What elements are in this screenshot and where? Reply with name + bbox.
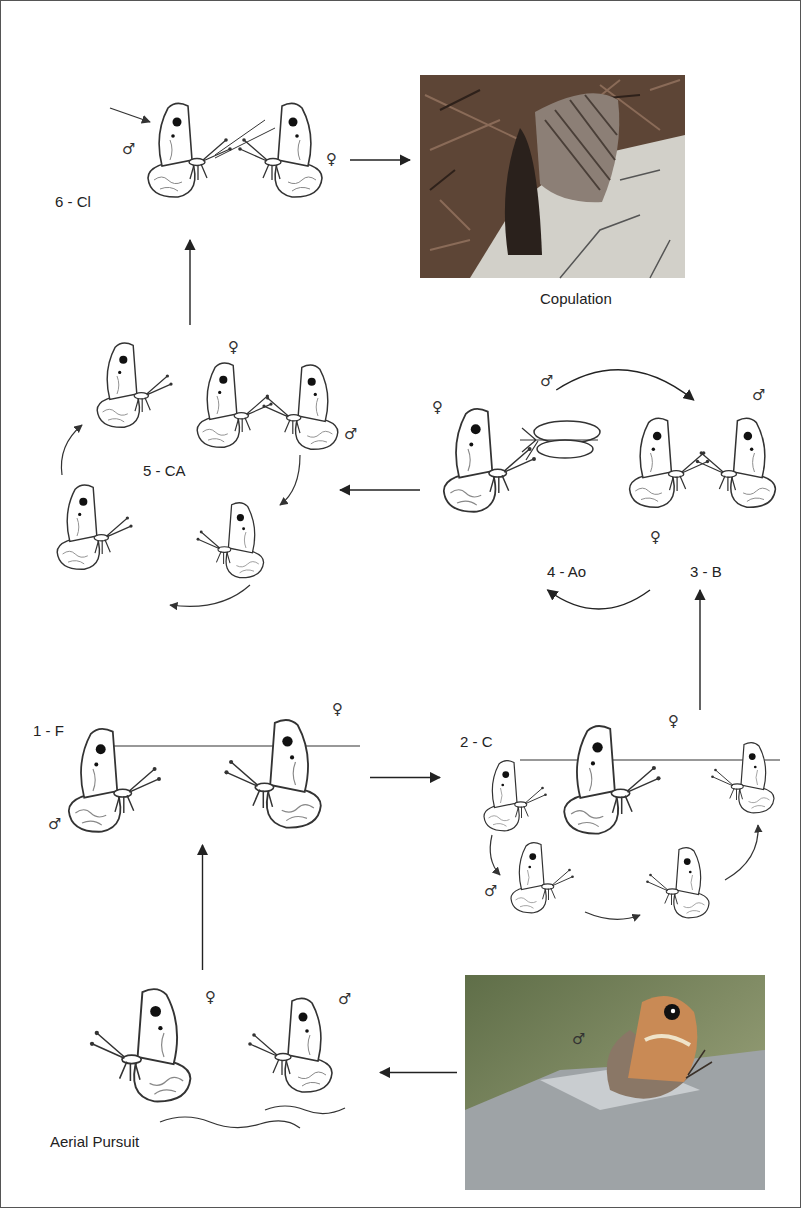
copulation-photo bbox=[420, 75, 685, 278]
stage-label: 4 - Ao bbox=[547, 563, 586, 581]
stage-label: Copulation bbox=[540, 290, 612, 308]
stage-panel: 3 - B bbox=[615, 405, 790, 585]
cycle-arrow bbox=[725, 825, 758, 880]
sex-symbol: ♀ bbox=[326, 150, 337, 168]
wing-stripes bbox=[545, 95, 617, 190]
aerial-drawing bbox=[90, 989, 345, 1128]
forewing bbox=[628, 996, 697, 1082]
stage-label: Aerial Pursuit bbox=[50, 1133, 139, 1151]
stage-label: 2 - C bbox=[460, 733, 493, 751]
stage-3-drawing bbox=[630, 418, 776, 507]
female-butterfly bbox=[444, 409, 536, 512]
female-butterfly bbox=[90, 989, 191, 1101]
flight-path bbox=[160, 1117, 300, 1128]
cycle-arrow bbox=[490, 835, 500, 875]
stage-panel: 1 - F bbox=[25, 700, 365, 840]
flow-arrow bbox=[340, 489, 420, 490]
stage-4-drawing bbox=[444, 409, 600, 512]
stage-5-drawing bbox=[57, 343, 338, 606]
stage-1-drawing bbox=[69, 720, 360, 832]
photo-ground bbox=[465, 975, 765, 1190]
eye-spot bbox=[664, 1004, 680, 1020]
sex-symbol: ♀ bbox=[228, 338, 239, 356]
male-body-antennae bbox=[520, 428, 598, 460]
female-butterfly bbox=[197, 363, 272, 447]
photo-panel: Copulation bbox=[415, 70, 690, 315]
sex-symbol: ♀ bbox=[650, 528, 661, 546]
stage-panel: 5 - CA bbox=[35, 330, 335, 620]
sex-symbol: ♂ bbox=[540, 372, 553, 390]
butterfly bbox=[197, 503, 264, 578]
flow-arrow bbox=[189, 240, 190, 325]
flow-arrow bbox=[556, 370, 694, 400]
male-butterfly bbox=[511, 843, 574, 913]
stage-panel: 4 - Ao bbox=[425, 395, 600, 585]
sex-symbol: ♂ bbox=[484, 882, 497, 900]
male-butterfly bbox=[148, 103, 232, 197]
sex-symbol: ♂ bbox=[752, 386, 765, 404]
male-butterfly bbox=[262, 365, 337, 449]
antennae bbox=[686, 1050, 712, 1078]
flow-arrow bbox=[370, 777, 440, 778]
female-butterfly bbox=[564, 726, 660, 834]
flow-arrow bbox=[380, 1072, 457, 1073]
sex-symbol: ♀ bbox=[332, 700, 343, 718]
male-butterfly bbox=[711, 743, 774, 813]
stage-label: 3 - B bbox=[690, 563, 722, 581]
sex-symbol: ♀ bbox=[205, 988, 216, 1006]
sex-symbol: ♀ bbox=[668, 712, 679, 730]
flow-arrow bbox=[350, 159, 410, 160]
male-photo bbox=[465, 975, 765, 1190]
eye-spot-pupil bbox=[671, 1009, 675, 1013]
female-butterfly bbox=[224, 720, 320, 828]
flow-arrow bbox=[202, 845, 203, 970]
flow-arrow bbox=[699, 590, 700, 710]
stage-panel: 2 - C bbox=[445, 715, 785, 935]
cycle-arrow bbox=[170, 585, 250, 606]
sex-symbol: ♀ bbox=[432, 398, 443, 416]
flow-arrow bbox=[548, 590, 651, 609]
photo-panel: ♂ bbox=[462, 972, 767, 1192]
wing-band bbox=[645, 1036, 690, 1045]
sex-symbol: ♂ bbox=[338, 990, 351, 1008]
flight-path bbox=[265, 1106, 345, 1114]
photo-ground bbox=[420, 75, 685, 278]
stage-panel: 6 - Cl bbox=[45, 85, 345, 235]
stage-label: 1 - F bbox=[33, 722, 64, 740]
stage-2-drawing bbox=[484, 726, 780, 919]
stage-label: 5 - CA bbox=[143, 462, 186, 480]
butterfly bbox=[97, 343, 172, 427]
sex-symbol: ♂ bbox=[344, 425, 357, 443]
male-butterfly bbox=[69, 729, 161, 832]
cycle-arrow bbox=[280, 455, 300, 505]
pointer-arrow bbox=[110, 108, 150, 122]
butterfly bbox=[57, 485, 132, 569]
male-butterfly bbox=[696, 418, 776, 507]
stage-label: 6 - Cl bbox=[55, 193, 91, 211]
sex-symbol: ♂ bbox=[122, 140, 135, 158]
butterfly bbox=[505, 128, 542, 255]
male-butterfly bbox=[646, 848, 709, 918]
open-wing bbox=[537, 440, 593, 458]
sex-symbol: ♂ bbox=[572, 1030, 585, 1048]
perch-line bbox=[520, 759, 780, 760]
grasp-lines bbox=[215, 120, 275, 158]
cycle-arrow bbox=[585, 912, 640, 919]
male-butterfly bbox=[484, 761, 547, 831]
sex-symbol: ♂ bbox=[48, 815, 61, 833]
butterfly-wing bbox=[535, 93, 619, 202]
male-butterfly bbox=[248, 998, 332, 1092]
cycle-arrow bbox=[61, 425, 82, 475]
stage-6-drawing bbox=[110, 103, 322, 197]
female-butterfly bbox=[238, 103, 322, 197]
perch-line bbox=[85, 745, 360, 746]
